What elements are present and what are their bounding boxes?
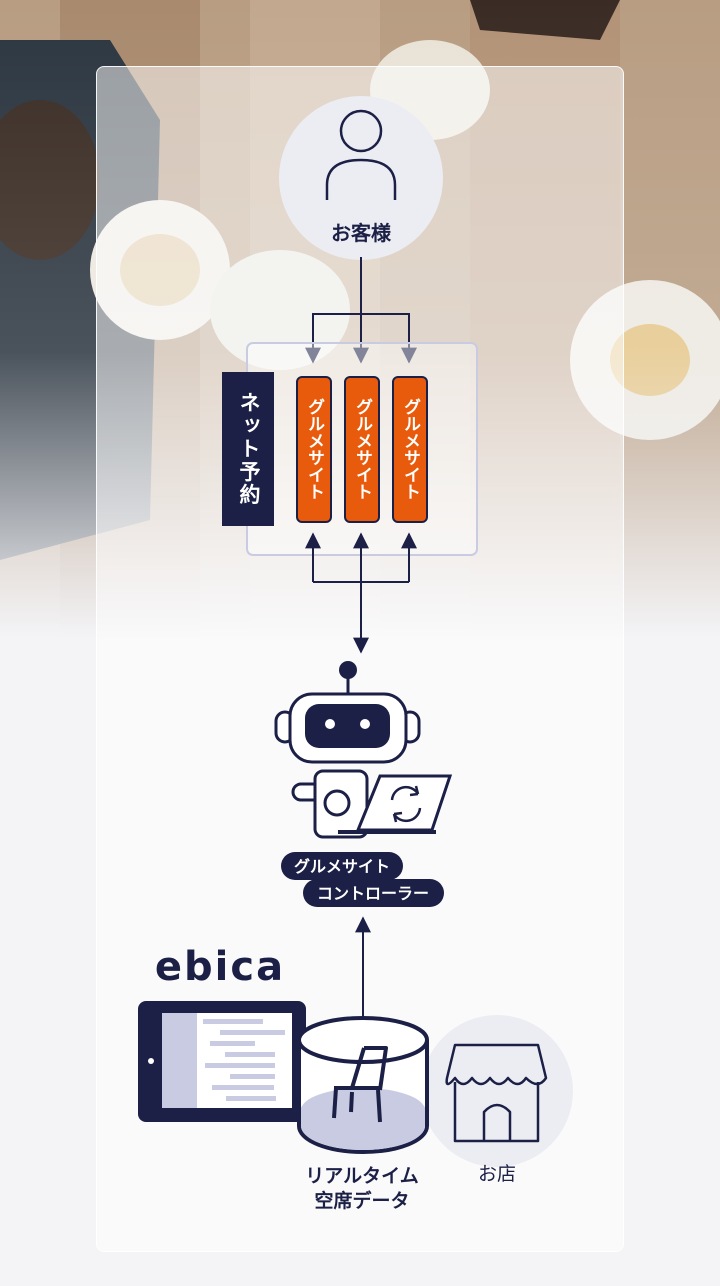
robot-icon (276, 661, 450, 837)
net-reservation-label: ネット予約 (237, 392, 261, 507)
gourmet-site-3: グルメサイト (393, 377, 427, 522)
seat-data-label-line2: 空席データ (314, 1189, 409, 1212)
seat-data-label-line1: リアルタイム (305, 1165, 418, 1187)
gourmet-site-label: グルメサイト (352, 398, 373, 500)
customer-node: お客様 (279, 96, 443, 260)
gourmet-site-2: グルメサイト (345, 377, 379, 522)
controller-label-line2: コントローラー (317, 884, 429, 903)
ebica-logo: ebica (155, 944, 285, 990)
seat-database-icon: リアルタイム 空席データ (299, 1018, 427, 1212)
gourmet-site-1: グルメサイト (297, 377, 331, 522)
tablet-icon (138, 1001, 306, 1122)
gourmet-site-label: グルメサイト (304, 398, 325, 500)
customer-label: お客様 (331, 221, 392, 245)
store-node: お店 (421, 1015, 573, 1185)
store-label: お店 (478, 1163, 516, 1185)
gourmet-site-label: グルメサイト (400, 398, 421, 500)
controller-label-line1: グルメサイト (294, 857, 390, 876)
controller-label: グルメサイト コントローラー (281, 852, 444, 907)
net-reservation-label-box: ネット予約 (222, 372, 274, 526)
